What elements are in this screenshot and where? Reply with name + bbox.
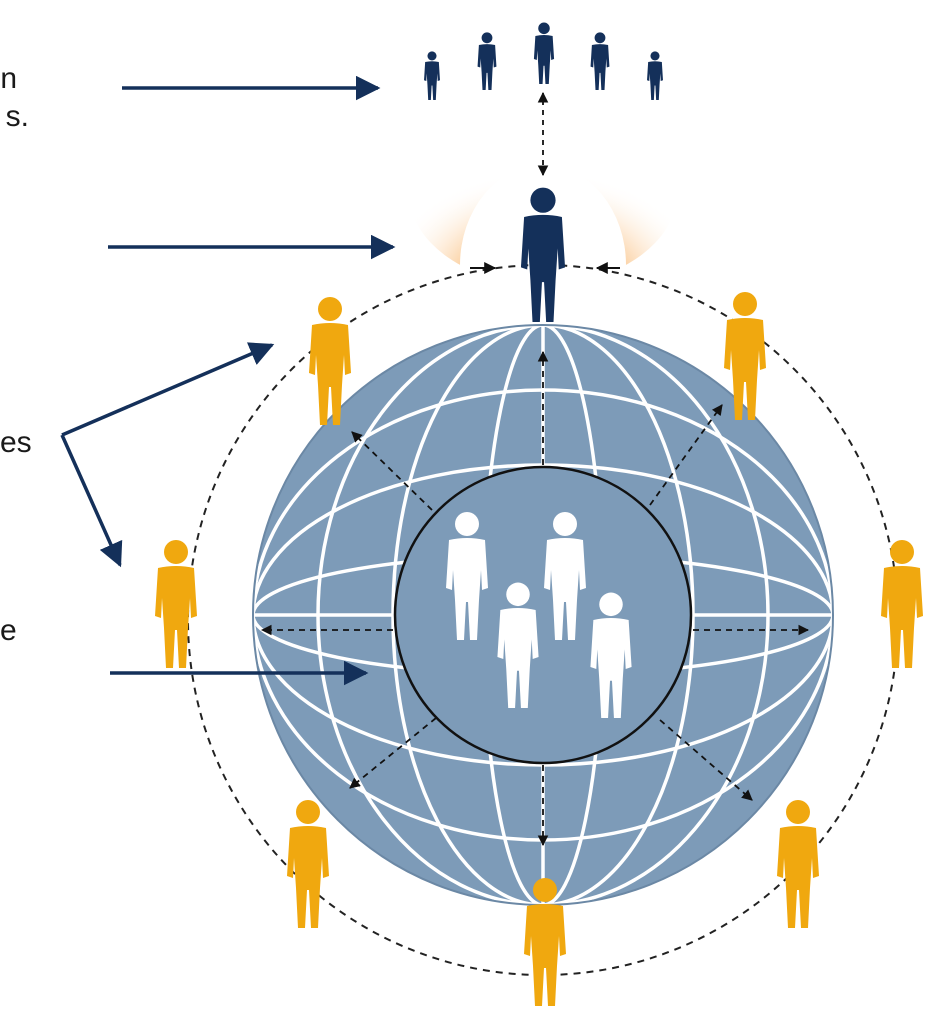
- caption-top: n s.: [0, 60, 29, 136]
- caption-lower: e: [0, 612, 17, 650]
- executive-group: [424, 22, 663, 100]
- callout-arrow-split-up: [61, 342, 275, 437]
- caption-middle: es: [0, 424, 32, 462]
- caption-lower-text: e: [0, 614, 17, 647]
- caption-top-line2: s.: [5, 100, 29, 133]
- callout-arrow-split-down: [60, 434, 123, 568]
- caption-middle-text: es: [0, 426, 32, 459]
- radial-arrows: [260, 350, 810, 847]
- callout-arrows: [60, 75, 396, 686]
- inner-team-circle: [393, 465, 693, 765]
- caption-top-line1: n: [0, 62, 17, 95]
